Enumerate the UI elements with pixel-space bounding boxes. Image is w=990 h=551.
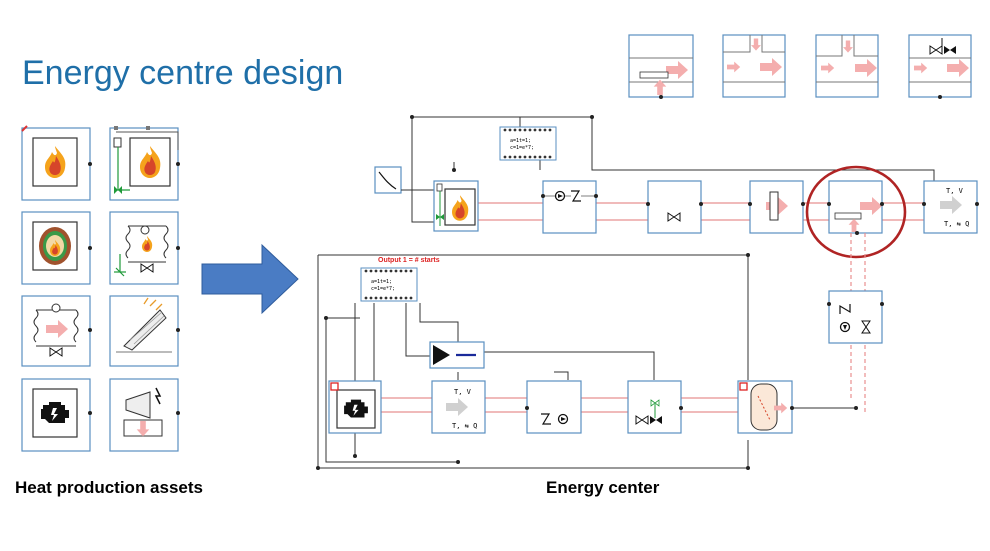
- ec-splitter-highlighted[interactable]: [827, 180, 884, 235]
- splitter-icon-3[interactable]: [815, 34, 879, 98]
- asset-biomass-boiler[interactable]: [21, 211, 92, 285]
- controller2-code-line1: a=1t=1;: [371, 279, 392, 285]
- ec-pump-right[interactable]: [827, 290, 884, 344]
- ec-gain-block[interactable]: [429, 341, 485, 369]
- splitter-palette: [628, 34, 972, 99]
- asset-solar-thermal[interactable]: [109, 295, 180, 367]
- ec-sensor-bottom[interactable]: T, V T, ⇆ Q: [431, 380, 486, 434]
- ec-mixing-valve[interactable]: [627, 380, 683, 434]
- splitter-icon-2[interactable]: [722, 34, 786, 98]
- asset-boiler[interactable]: [21, 125, 92, 201]
- output-annotation: Output 1 = # starts: [378, 257, 440, 264]
- asset-heat-pump[interactable]: [21, 295, 92, 367]
- asset-chp-engine[interactable]: [21, 378, 92, 452]
- ec-heat-exchanger[interactable]: [748, 180, 805, 234]
- caption-heat-production-assets: Heat production assets: [15, 478, 203, 497]
- caption-energy-center: Energy center: [546, 478, 660, 497]
- ec-pump-top[interactable]: [541, 180, 598, 234]
- asset-electric-boiler[interactable]: [109, 378, 180, 452]
- sensor-bottom-tq: T, ⇆ Q: [452, 422, 477, 430]
- energy-center-diagram: a=1t=1; c=1=e*7;: [316, 115, 979, 470]
- splitter-icon-1[interactable]: [628, 34, 694, 99]
- asset-palette: [21, 125, 180, 452]
- page-title: Energy centre design: [22, 54, 344, 92]
- profile-block[interactable]: [374, 166, 402, 194]
- ec-valve-top[interactable]: [646, 180, 703, 234]
- controller-code-line1: a=1t=1;: [510, 138, 531, 144]
- asset-heat-pump-with-flame[interactable]: [109, 211, 180, 285]
- sensor-top-tq: T, ⇆ Q: [944, 220, 969, 228]
- ec-sensor-top[interactable]: T, V T, ⇆ Q: [922, 180, 979, 234]
- sensor-bottom-tv: T, V: [454, 388, 472, 396]
- controller2-code-line2: c=1=e*7;: [371, 286, 395, 292]
- controller-code-line2: c=1=e*7;: [510, 145, 534, 151]
- ec-chp-engine[interactable]: [328, 380, 382, 434]
- asset-boiler-with-valve[interactable]: [109, 126, 180, 201]
- highlight-circle: [805, 165, 907, 259]
- sensor-top-tv: T, V: [946, 187, 964, 195]
- flow-arrow-icon: [201, 243, 299, 315]
- ec-pump-bottom[interactable]: [525, 380, 582, 434]
- ec-storage-tank[interactable]: [737, 380, 794, 434]
- splitter-icon-4[interactable]: [908, 34, 972, 99]
- ec-boiler[interactable]: [433, 180, 479, 232]
